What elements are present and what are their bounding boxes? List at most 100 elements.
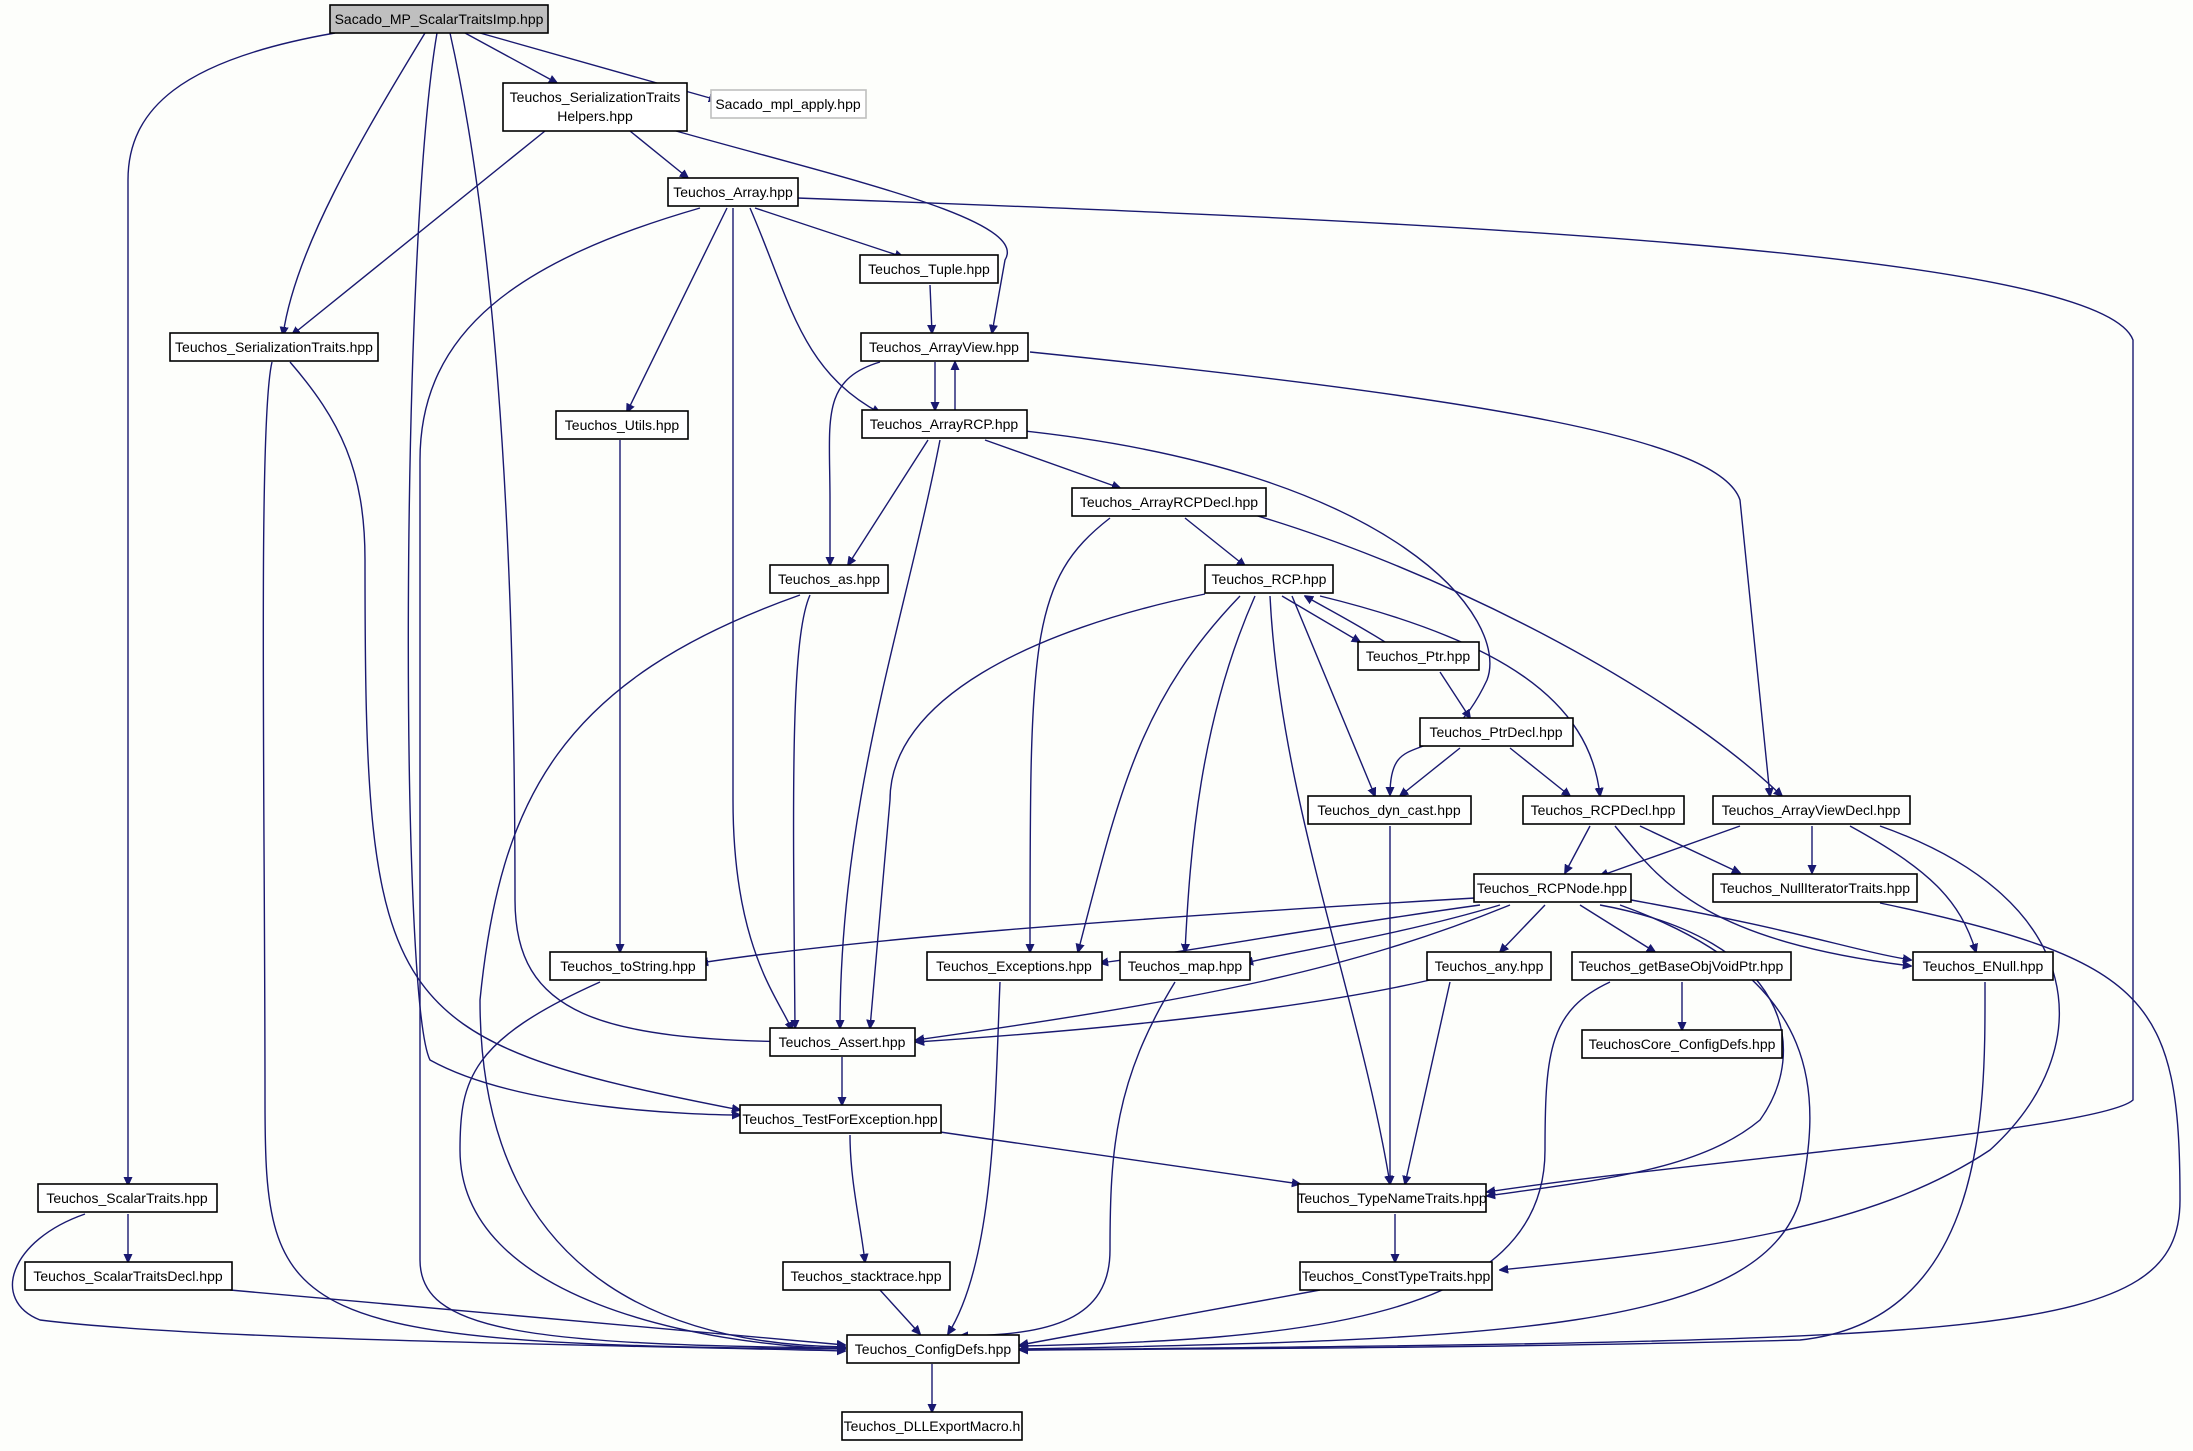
node-exceptions[interactable]: Teuchos_Exceptions.hpp <box>926 951 1103 981</box>
edge-arrayrcpdecl-rcp <box>1184 517 1245 566</box>
node-testforexc-label: Teuchos_TestForException.hpp <box>742 1111 938 1127</box>
node-utils[interactable]: Teuchos_Utils.hpp <box>555 410 689 440</box>
edge-array-typename <box>796 197 2134 1192</box>
node-ptr[interactable]: Teuchos_Ptr.hpp <box>1357 641 1480 671</box>
node-arrayviewdecl[interactable]: Teuchos_ArrayViewDecl.hpp <box>1712 795 1911 825</box>
node-nulliter-label: Teuchos_NullIteratorTraits.hpp <box>1720 880 1910 896</box>
node-rcpdecl-label: Teuchos_RCPDecl.hpp <box>1531 802 1676 818</box>
node-mpl-apply[interactable]: Sacado_mpl_apply.hpp <box>710 89 867 119</box>
edge-consttype-configdefs <box>1020 1289 1321 1345</box>
edge-getbase-configdefs <box>1020 981 1611 1346</box>
node-root[interactable]: Sacado_MP_ScalarTraitsImp.hpp <box>329 4 549 34</box>
edge-rcpnode-tostring <box>700 897 1476 963</box>
node-assert[interactable]: Teuchos_Assert.hpp <box>769 1027 916 1057</box>
node-scalartraitsdecl[interactable]: Teuchos_ScalarTraitsDecl.hpp <box>24 1261 233 1291</box>
edge-testforexc-stacktrace <box>849 1134 865 1262</box>
node-any[interactable]: Teuchos_any.hpp <box>1426 951 1552 981</box>
node-rcp[interactable]: Teuchos_RCP.hpp <box>1204 564 1334 594</box>
edge-serhelpers-array <box>629 130 688 178</box>
node-getbase-label: Teuchos_getBaseObjVoidPtr.hpp <box>1579 958 1784 974</box>
edge-rcp-map <box>1185 595 1256 952</box>
node-arrayrcp[interactable]: Teuchos_ArrayRCP.hpp <box>861 409 1028 439</box>
node-enull[interactable]: Teuchos_ENull.hpp <box>1912 951 2054 981</box>
node-arrayview[interactable]: Teuchos_ArrayView.hpp <box>860 332 1029 362</box>
edge-root-testforexc <box>407 32 740 1115</box>
node-consttype-label: Teuchos_ConstTypeTraits.hpp <box>1302 1268 1491 1284</box>
edge-ptrdecl-dyncast <box>1400 747 1461 796</box>
edge-array-assert <box>732 208 792 1030</box>
edge-scalardecl-configdefs <box>229 1289 845 1345</box>
edge-rcpnode-getbase <box>1579 904 1655 952</box>
edge-rcpnode-any <box>1500 904 1546 952</box>
node-typename-label: Teuchos_TypeNameTraits.hpp <box>1297 1190 1487 1206</box>
node-tuple[interactable]: Teuchos_Tuple.hpp <box>859 254 999 284</box>
node-root-label: Sacado_MP_ScalarTraitsImp.hpp <box>335 11 544 27</box>
node-serialization-traits[interactable]: Teuchos_SerializationTraits.hpp <box>169 332 379 362</box>
node-utils-label: Teuchos_Utils.hpp <box>565 417 680 433</box>
node-as-label: Teuchos_as.hpp <box>778 571 880 587</box>
edge-array-configdefs <box>419 207 845 1348</box>
edge-root-serhelpers <box>464 32 557 83</box>
node-configdefs[interactable]: Teuchos_ConfigDefs.hpp <box>846 1334 1020 1364</box>
node-dyncast[interactable]: Teuchos_dyn_cast.hpp <box>1307 795 1472 825</box>
node-rcp-label: Teuchos_RCP.hpp <box>1212 571 1327 587</box>
node-arrayview-label: Teuchos_ArrayView.hpp <box>869 339 1019 355</box>
node-nulliteratortraits[interactable]: Teuchos_NullIteratorTraits.hpp <box>1712 873 1918 903</box>
edge-rcpnode-configdefs <box>1020 904 1811 1349</box>
edge-tostring-configdefs <box>459 981 845 1349</box>
edge-arrayrcpdecl-arrayviewdecl <box>1229 507 1782 796</box>
node-tostring[interactable]: Teuchos_toString.hpp <box>549 951 707 981</box>
node-dllexport-label: Teuchos_DLLExportMacro.h <box>844 1418 1021 1434</box>
node-enull-label: Teuchos_ENull.hpp <box>1923 958 2044 974</box>
edge-ptr-rcp <box>1305 596 1386 643</box>
node-serhelpers-label-1: Teuchos_SerializationTraits <box>510 89 681 105</box>
node-arrayrcpdecl[interactable]: Teuchos_ArrayRCPDecl.hpp <box>1071 487 1267 517</box>
node-map-label: Teuchos_map.hpp <box>1128 958 1243 974</box>
node-ptrdecl-label: Teuchos_PtrDecl.hpp <box>1429 724 1562 740</box>
node-stacktrace-label: Teuchos_stacktrace.hpp <box>791 1268 942 1284</box>
node-scalardecl-label: Teuchos_ScalarTraitsDecl.hpp <box>33 1268 223 1284</box>
node-consttypetraits[interactable]: Teuchos_ConstTypeTraits.hpp <box>1299 1261 1493 1291</box>
edge-serhelpers-sertraits <box>292 130 546 335</box>
edge-rcp-dyncast <box>1291 595 1375 796</box>
edge-arrayrcp-arrayrcpdecl <box>984 439 1120 488</box>
node-serhelpers-label-2: Helpers.hpp <box>557 108 633 124</box>
edge-arrayrcp-assert <box>840 439 941 1028</box>
node-scalartraits[interactable]: Teuchos_ScalarTraits.hpp <box>37 1183 218 1213</box>
node-ptrdecl[interactable]: Teuchos_PtrDecl.hpp <box>1419 717 1574 747</box>
edge-rcp-rcpdecl <box>1319 595 1600 796</box>
node-configdefs-label: Teuchos_ConfigDefs.hpp <box>855 1341 1012 1357</box>
edge-root-scalartraits <box>128 32 336 1185</box>
edge-as-assert <box>794 594 811 1028</box>
edge-rcpdecl-nulliter <box>1639 825 1740 873</box>
edge-array-utils <box>627 207 728 412</box>
node-dyncast-label: Teuchos_dyn_cast.hpp <box>1317 802 1460 818</box>
dependency-edges <box>11 32 2181 1412</box>
node-arrayviewdecl-label: Teuchos_ArrayViewDecl.hpp <box>1722 802 1901 818</box>
edge-testforexc-typename <box>939 1131 1300 1184</box>
node-map[interactable]: Teuchos_map.hpp <box>1119 951 1251 981</box>
node-teuchoscore-configdefs[interactable]: TeuchosCore_ConfigDefs.hpp <box>1581 1029 1783 1059</box>
node-array[interactable]: Teuchos_Array.hpp <box>667 177 799 207</box>
node-rcpdecl[interactable]: Teuchos_RCPDecl.hpp <box>1522 795 1685 825</box>
edge-as-configdefs <box>479 594 845 1347</box>
node-stacktrace[interactable]: Teuchos_stacktrace.hpp <box>782 1261 951 1291</box>
edge-nulliter-configdefs <box>1020 902 2181 1350</box>
node-testforexception[interactable]: Teuchos_TestForException.hpp <box>739 1104 942 1134</box>
edge-any-typename <box>1405 981 1451 1184</box>
node-dllexportmacro[interactable]: Teuchos_DLLExportMacro.h <box>841 1411 1023 1441</box>
edge-rcp-exceptions <box>1078 595 1241 952</box>
edge-arrayviewdecl-consttype <box>1500 825 2060 1270</box>
edge-arrayview-arrayviewdecl <box>1029 351 1770 796</box>
node-typenametraits[interactable]: Teuchos_TypeNameTraits.hpp <box>1297 1183 1487 1213</box>
node-as[interactable]: Teuchos_as.hpp <box>769 564 889 594</box>
edge-serhelpers-arrayview <box>675 130 1008 333</box>
edge-arrayrcp-dyncast <box>1014 429 1491 795</box>
node-getbaseobjvoidptr[interactable]: Teuchos_getBaseObjVoidPtr.hpp <box>1571 951 1792 981</box>
node-rcpnode[interactable]: Teuchos_RCPNode.hpp <box>1473 873 1632 903</box>
edge-rcp-typename <box>1269 595 1390 1184</box>
edge-ptrdecl-rcpdecl <box>1509 747 1570 796</box>
node-mpl-apply-label: Sacado_mpl_apply.hpp <box>715 96 861 112</box>
